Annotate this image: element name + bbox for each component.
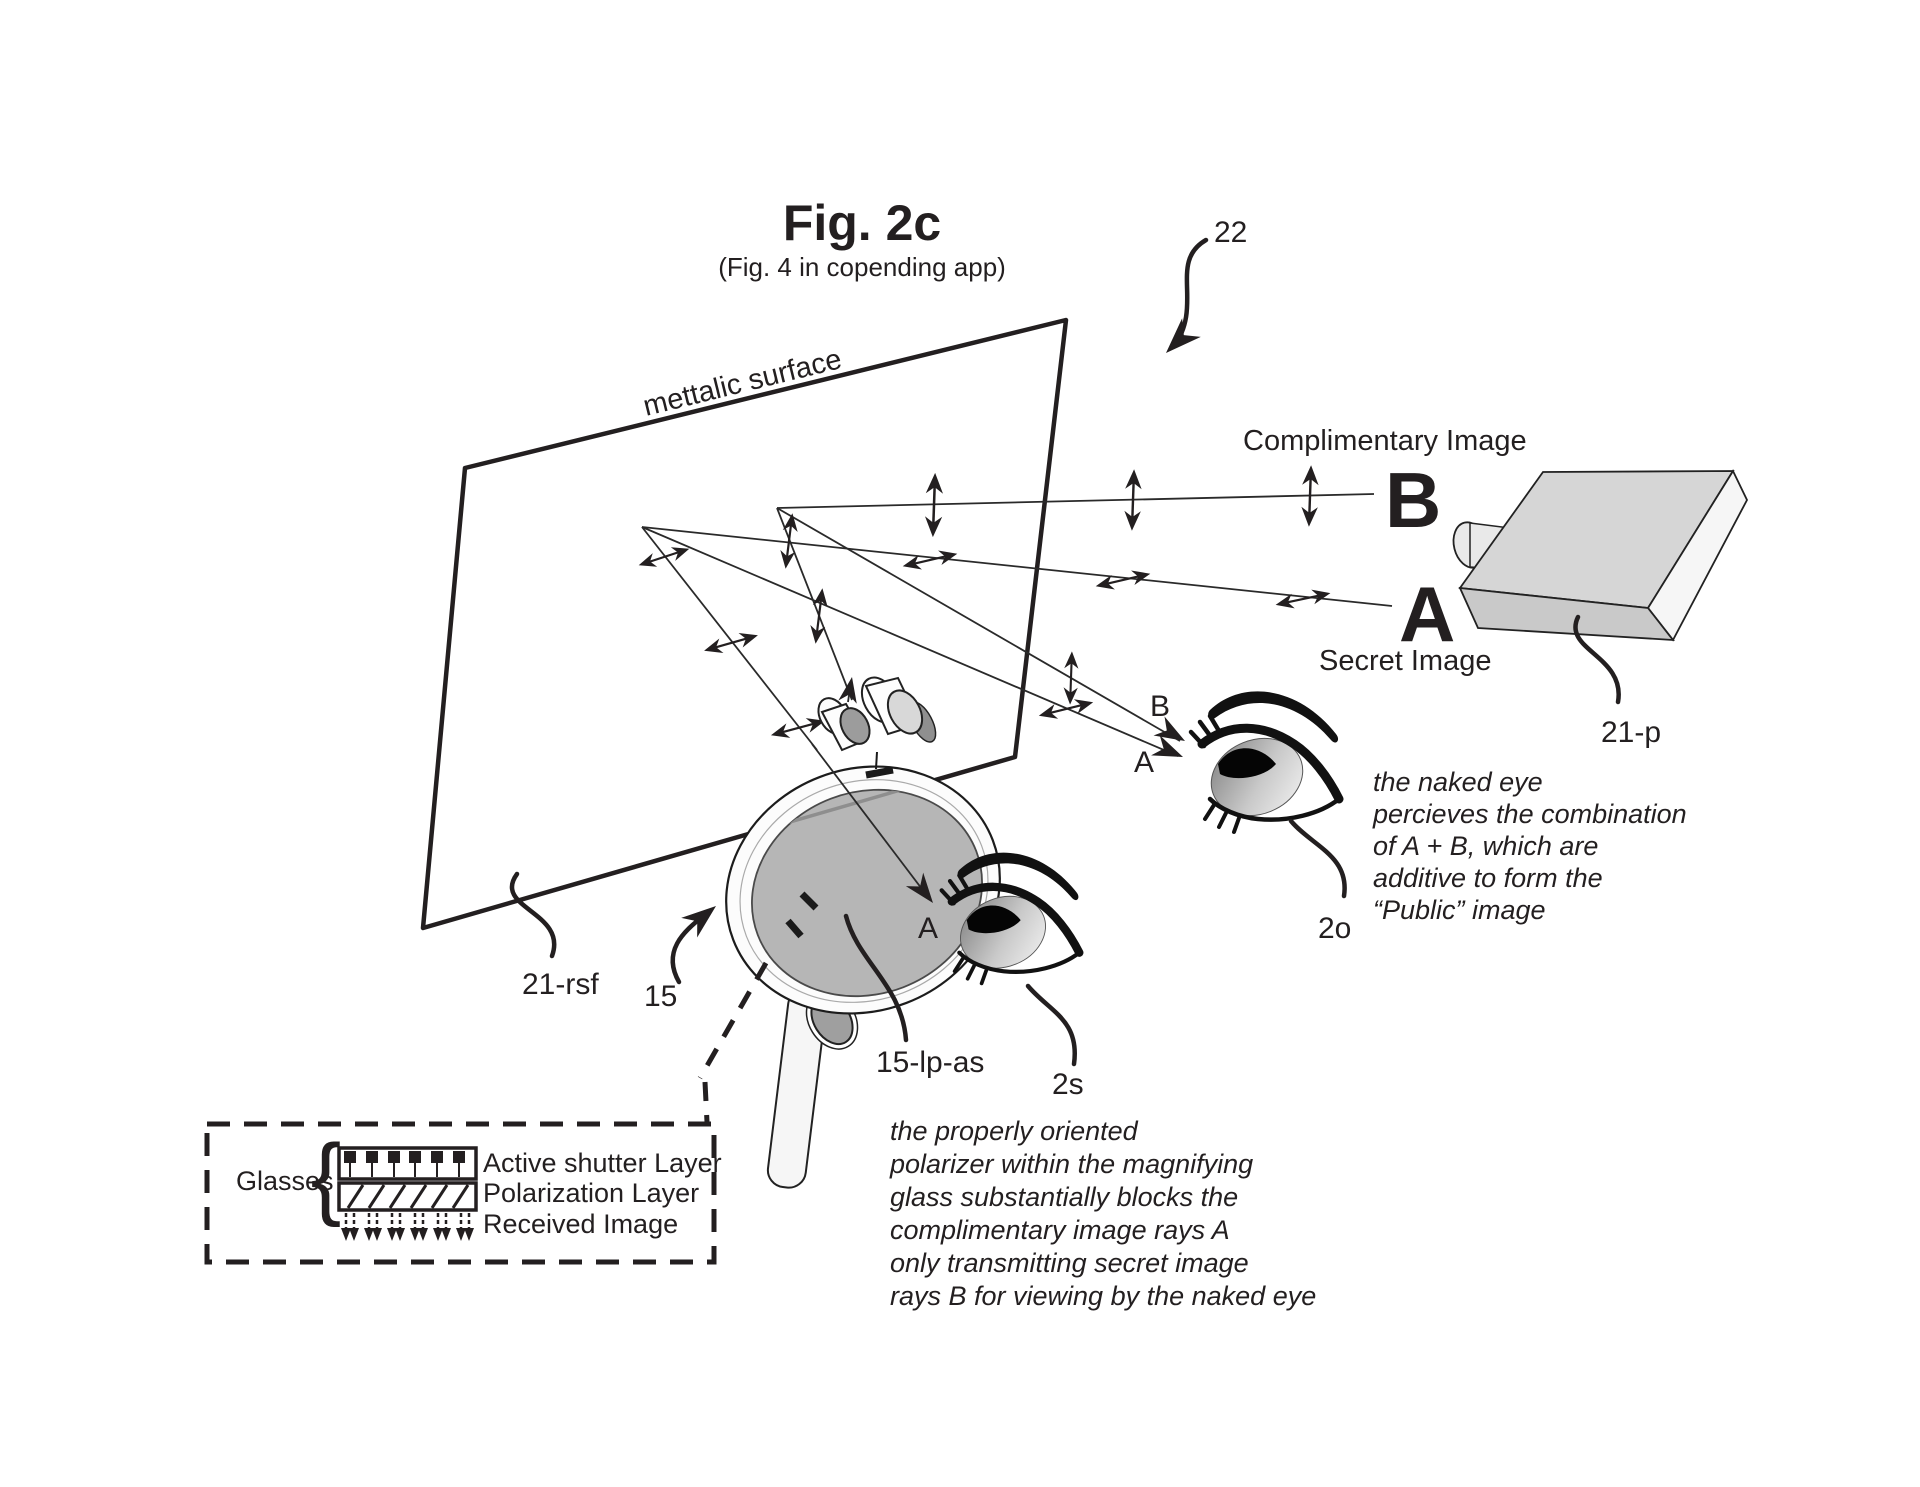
letter-a: A <box>1399 570 1455 658</box>
svg-text:the naked eye: the naked eye <box>1373 767 1543 797</box>
complimentary-image-label: Complimentary Image <box>1243 425 1527 457</box>
svg-text:of A + B, which are: of A + B, which are <box>1373 831 1598 861</box>
magnifying-glass <box>725 676 1001 1189</box>
inset-dashed-border <box>204 1121 717 1265</box>
figure-subtitle: (Fig. 4 in copending app) <box>718 252 1006 282</box>
glasses-inset: Glasses { Active shutter Layer Polarizat… <box>204 1121 722 1265</box>
received-image-icon <box>341 1213 474 1241</box>
active-shutter-layer-icon <box>337 1146 478 1181</box>
svg-text:glass substantially blocks the: glass substantially blocks the <box>890 1182 1238 1212</box>
svg-text:“Public” image: “Public” image <box>1373 895 1546 925</box>
note-polarizer: the properly oriented polarizer within t… <box>889 1116 1316 1311</box>
svg-text:only transmitting secret image: only transmitting secret image <box>890 1248 1249 1278</box>
ref-21rsf-label: 21-rsf <box>522 968 599 1001</box>
light-rays <box>635 463 1393 768</box>
glasses-brace: { <box>311 1126 342 1228</box>
eye-2o <box>1191 691 1339 832</box>
ref-22-callout: 22 <box>1156 216 1247 363</box>
ref-2s-label: 2s <box>1052 1068 1084 1101</box>
ray-a-lens-label: A <box>918 912 938 945</box>
ref-22-label: 22 <box>1214 216 1247 249</box>
svg-text:percieves the combination: percieves the combination <box>1372 799 1687 829</box>
magnifier-knobs <box>817 676 937 752</box>
polarization-layer-icon <box>337 1181 478 1212</box>
ray-a-label: A <box>1134 746 1154 779</box>
note-naked-eye: the naked eye percieves the combination … <box>1372 767 1687 925</box>
ref-21rsf-callout: 21-rsf <box>509 871 599 1001</box>
active-shutter-label: Active shutter Layer <box>483 1148 722 1178</box>
svg-text:the properly oriented: the properly oriented <box>890 1116 1139 1146</box>
magnifier-lens <box>751 788 983 998</box>
ray-b-label: B <box>1150 690 1170 723</box>
figure-title: Fig. 2c <box>783 195 941 251</box>
polarization-label: Polarization Layer <box>483 1178 699 1208</box>
svg-text:additive to form the: additive to form the <box>1373 863 1603 893</box>
letter-b: B <box>1385 456 1441 544</box>
secret-image-label: Secret Image <box>1319 645 1491 677</box>
ref-15-label: 15 <box>644 980 677 1013</box>
projector-21p: 21-p <box>1452 469 1749 749</box>
ref-15lpas-callout: 15-lp-as <box>843 913 984 1079</box>
ref-21p-label: 21-p <box>1601 716 1661 749</box>
received-image-label: Received Image <box>483 1209 678 1239</box>
glasses-label: Glasses <box>236 1166 334 1196</box>
ref-15-callout: 15 <box>644 896 724 1013</box>
svg-text:rays B for viewing by the nake: rays B for viewing by the naked eye <box>890 1281 1316 1311</box>
ref-2o-label: 2o <box>1318 912 1351 945</box>
ref-15lpas-label: 15-lp-as <box>876 1046 984 1079</box>
svg-text:polarizer within the magnifyin: polarizer within the magnifying <box>889 1149 1253 1179</box>
svg-text:complimentary image rays A: complimentary image rays A <box>890 1215 1230 1245</box>
